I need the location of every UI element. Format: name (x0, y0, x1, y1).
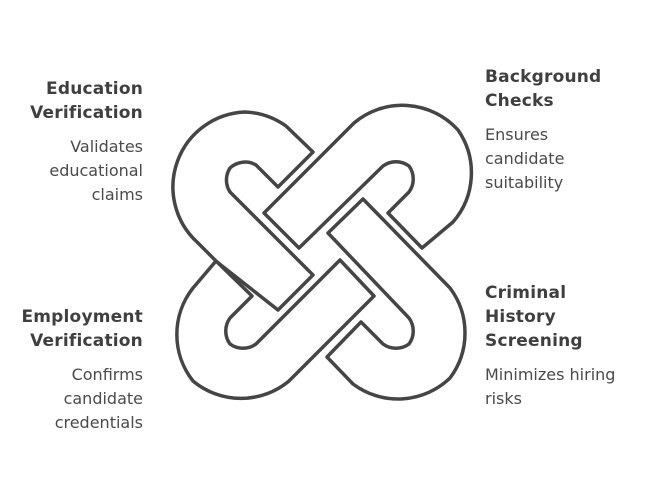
knot-loop-top-left (171, 110, 315, 312)
employment-verification-block: Employment Verification Confirms candida… (0, 305, 143, 435)
criminal-history-screening-description: Minimizes hiring risks (485, 365, 616, 408)
knot-loop-top-right (262, 103, 474, 250)
employment-verification-title: Employment Verification (21, 307, 143, 351)
background-checks-block: Background Checks Ensures candidate suit… (485, 65, 655, 195)
knot-loop-bottom-right (325, 197, 467, 401)
knot-loop-bottom-left (175, 258, 376, 401)
education-verification-block: Education Verification Validates educati… (0, 77, 143, 207)
education-verification-title: Education Verification (30, 79, 143, 123)
criminal-history-screening-title: Criminal History Screening (485, 283, 583, 351)
education-verification-description: Validates educational claims (49, 137, 143, 204)
background-checks-description: Ensures candidate suitability (485, 125, 565, 192)
criminal-history-screening-block: Criminal History Screening Minimizes hir… (485, 281, 660, 411)
employment-verification-description: Confirms candidate credentials (54, 365, 143, 432)
background-checks-title: Background Checks (485, 67, 602, 111)
